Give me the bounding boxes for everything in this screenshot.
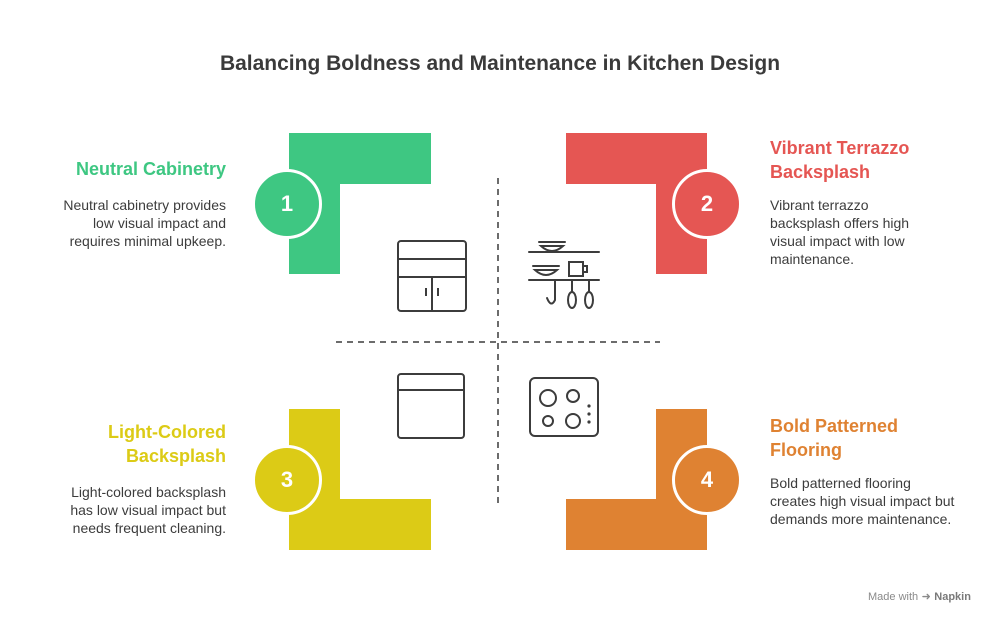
description-bold-patterned-flooring: Bold patterned flooring creates high vis… bbox=[770, 475, 955, 527]
green-l-shape bbox=[289, 133, 431, 274]
heading-light-colored-backsplash: Light-Colored Backsplash bbox=[108, 422, 226, 466]
kitchen-shelf-icon bbox=[528, 241, 600, 309]
made-with-napkin: Made with ➜ Napkin bbox=[868, 590, 971, 603]
branding-name: Napkin bbox=[934, 591, 971, 603]
page-title: Balancing Boldness and Maintenance in Ki… bbox=[219, 52, 781, 75]
badge-2: 2 bbox=[672, 169, 742, 239]
badge-3: 3 bbox=[252, 445, 322, 515]
description-light-colored-backsplash: Light-colored backsplash has low visual … bbox=[70, 484, 226, 536]
branding-prefix: Made with bbox=[868, 591, 919, 603]
badge-4: 4 bbox=[672, 445, 742, 515]
napkin-logo-icon: ➜ bbox=[921, 591, 931, 603]
oven-window-icon bbox=[397, 373, 465, 439]
description-neutral-cabinetry: Neutral cabinetry provides low visual im… bbox=[63, 197, 226, 249]
orange-l-shape bbox=[566, 409, 707, 550]
cooktop-icon bbox=[529, 377, 599, 437]
badge-1: 1 bbox=[252, 169, 322, 239]
yellow-l-shape bbox=[289, 409, 431, 550]
heading-vibrant-terrazzo: Vibrant Terrazzo Backsplash bbox=[770, 138, 910, 182]
heading-bold-patterned-flooring: Bold Patterned Flooring bbox=[770, 416, 899, 460]
cabinet-icon bbox=[397, 240, 467, 312]
heading-neutral-cabinetry: Neutral Cabinetry bbox=[75, 159, 226, 179]
red-l-shape bbox=[566, 133, 707, 274]
description-vibrant-terrazzo: Vibrant terrazzo backsplash offers high … bbox=[770, 197, 910, 267]
